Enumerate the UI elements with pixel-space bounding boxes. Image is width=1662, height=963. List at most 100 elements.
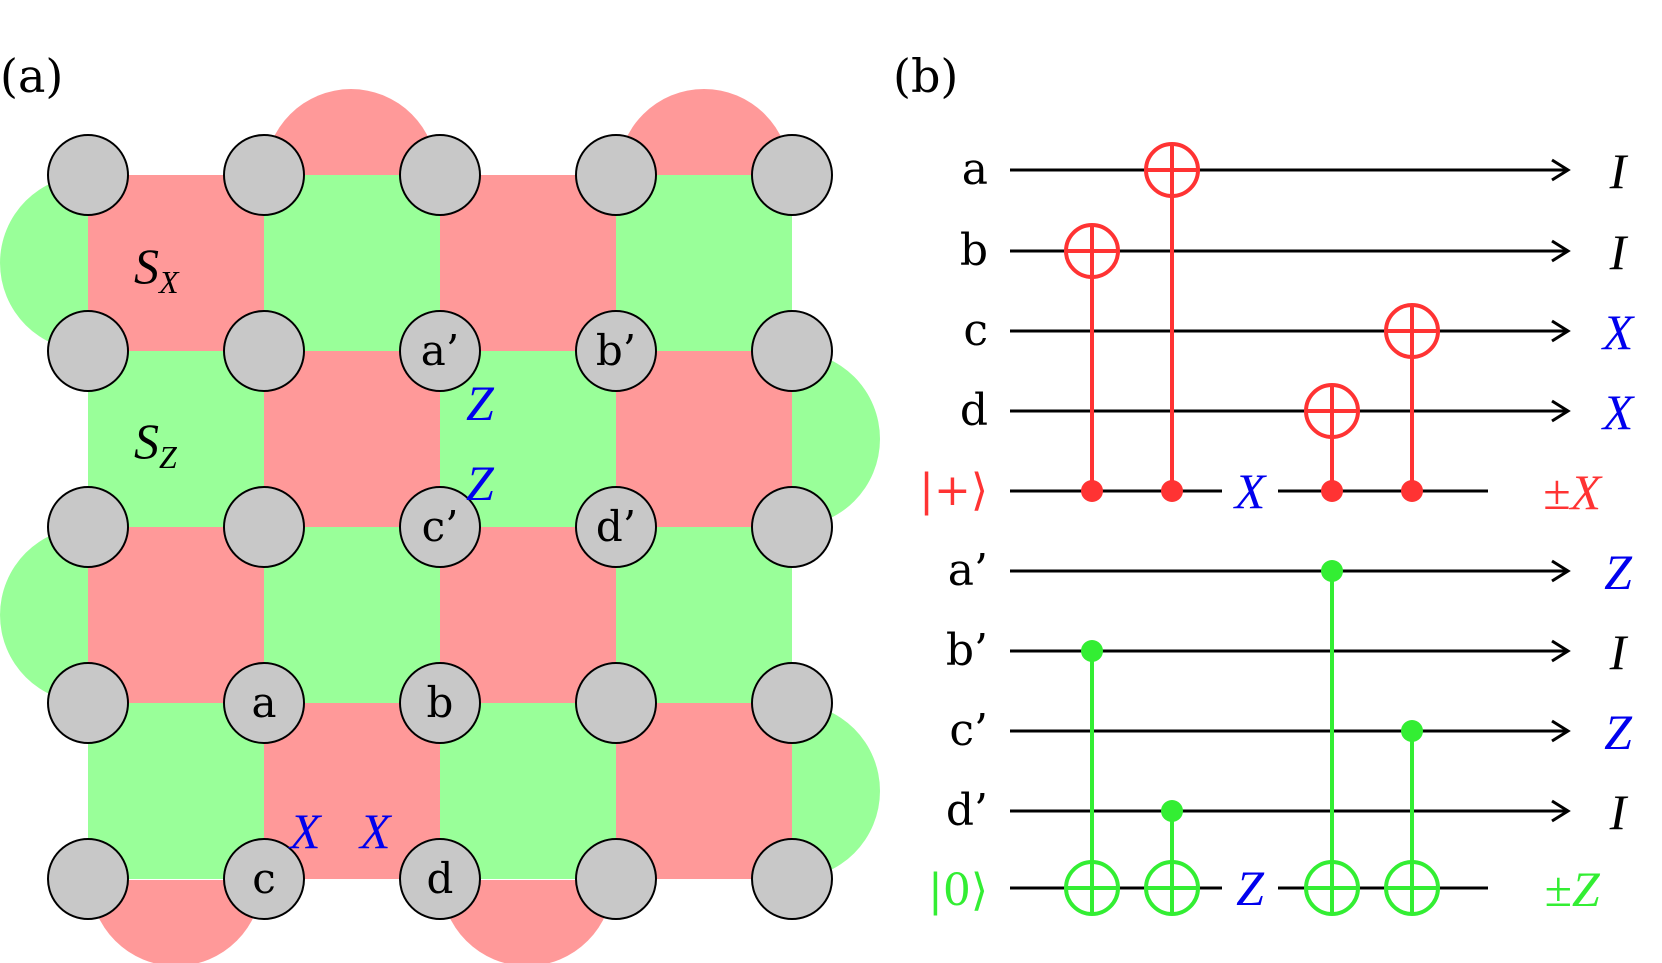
- plaquette-z: [440, 703, 616, 879]
- qubit: [47, 838, 129, 920]
- qubit-a-prime: [399, 310, 481, 392]
- output-c-prime: Z: [1604, 704, 1633, 760]
- logical-z-operator: Z: [466, 455, 495, 511]
- output-plus-ancilla: ±X: [1543, 464, 1603, 520]
- qubit-c-prime: [399, 486, 481, 568]
- panel-a-label: (a): [0, 49, 63, 103]
- ancilla-x-operator: X: [1233, 463, 1268, 519]
- boundary-x-bottom-2: [441, 880, 613, 963]
- qubit-label-d: d: [427, 854, 454, 903]
- qubit-label-a: a: [251, 678, 276, 727]
- qubit-b-prime: [575, 310, 657, 392]
- output-a-prime: Z: [1604, 544, 1633, 600]
- cnot-control: [1081, 640, 1103, 662]
- arrowhead: [1551, 639, 1571, 663]
- qubit-a: [223, 662, 305, 744]
- cnot-control: [1161, 800, 1183, 822]
- qubit-grid: [47, 134, 833, 920]
- plaquette-z: [616, 175, 792, 351]
- cnot-control: [1321, 560, 1343, 582]
- boundary-z-right-2: [792, 703, 880, 879]
- plaquette-x: [88, 175, 264, 351]
- qubit: [751, 486, 833, 568]
- plaquette-x: [88, 527, 264, 703]
- qubit-d-prime: [575, 486, 657, 568]
- output-b-prime: I: [1609, 624, 1629, 680]
- plaquette-z: [88, 703, 264, 879]
- qubit: [751, 310, 833, 392]
- qubit: [47, 134, 129, 216]
- arrowhead: [1551, 399, 1571, 423]
- qubit: [575, 838, 657, 920]
- arrowhead: [1551, 799, 1571, 823]
- wire-label-b: b: [960, 225, 988, 276]
- qubit-label-d-prime: d’: [596, 502, 636, 551]
- arrowhead: [1551, 239, 1571, 263]
- ancilla-z-operator: Z: [1236, 860, 1265, 916]
- wire-label-d: d: [960, 385, 988, 436]
- qubit: [47, 486, 129, 568]
- panel-b-label: (b): [893, 49, 958, 103]
- stabilizer-z-label: SZ: [134, 413, 178, 475]
- output-zero-ancilla: ±Z: [1544, 861, 1600, 917]
- plaquette-z: [440, 351, 616, 527]
- boundary-z-left-1: [0, 175, 88, 351]
- cnot-control: [1321, 480, 1343, 502]
- qubit: [223, 310, 305, 392]
- plaquette-x: [616, 703, 792, 879]
- arrowhead: [1551, 559, 1571, 583]
- plaquette-z: [616, 527, 792, 703]
- qubit: [751, 134, 833, 216]
- qubit-c: [223, 838, 305, 920]
- plaquette-x: [440, 175, 616, 351]
- plaquette-x: [616, 351, 792, 527]
- qubit: [47, 662, 129, 744]
- output-a: I: [1609, 143, 1629, 199]
- qubit: [575, 134, 657, 216]
- output-b: I: [1609, 224, 1629, 280]
- output-d: X: [1601, 384, 1636, 440]
- qubit: [575, 662, 657, 744]
- arrowhead: [1551, 319, 1571, 343]
- cnot-control: [1081, 480, 1103, 502]
- qubit: [751, 838, 833, 920]
- wire-label-d-prime: d’: [946, 785, 988, 836]
- output-d-prime: I: [1609, 784, 1629, 840]
- wire-label-zero-ancilla: |0⟩: [928, 865, 988, 916]
- qubit-label-b: b: [427, 678, 454, 727]
- cnot-control: [1401, 480, 1423, 502]
- qubit: [223, 486, 305, 568]
- plaquette-z: [88, 351, 264, 527]
- arrowhead: [1551, 158, 1571, 182]
- boundary-x-top-1: [265, 89, 437, 175]
- wire-label-a: a: [962, 144, 988, 195]
- panel-a: (a): [0, 49, 880, 963]
- cnot-control: [1401, 720, 1423, 742]
- plaquette-x: [264, 351, 440, 527]
- arrowhead: [1551, 719, 1571, 743]
- boundary-z-left-2: [0, 527, 88, 703]
- plaquette-x: [440, 527, 616, 703]
- logical-x-operator: X: [288, 803, 323, 859]
- qubit: [399, 134, 481, 216]
- qubit: [751, 662, 833, 744]
- qubit: [223, 134, 305, 216]
- cnot-control: [1161, 480, 1183, 502]
- plaquette-z: [264, 527, 440, 703]
- boundary-x-bottom-1: [90, 880, 262, 963]
- wire-label-a-prime: a’: [948, 545, 988, 596]
- qubit-label-c: c: [252, 854, 276, 903]
- plaquette-z: [264, 175, 440, 351]
- panel-b: (b) a b c d |+⟩ a’ b’ c’ d’ |0⟩: [893, 49, 1636, 917]
- qubit-label-c-prime: c’: [422, 502, 459, 551]
- stabilizer-x-label: SX: [134, 238, 180, 300]
- qubit: [47, 310, 129, 392]
- lattice-plaquettes: [0, 89, 880, 963]
- wire-label-plus-ancilla: |+⟩: [919, 465, 988, 516]
- wire-label-b-prime: b’: [946, 625, 988, 676]
- boundary-x-top-2: [618, 89, 790, 175]
- logical-z-operator: Z: [466, 375, 495, 431]
- qubit-label-b-prime: b’: [596, 326, 636, 375]
- logical-x-operator: X: [358, 803, 393, 859]
- wire-label-c: c: [963, 305, 988, 356]
